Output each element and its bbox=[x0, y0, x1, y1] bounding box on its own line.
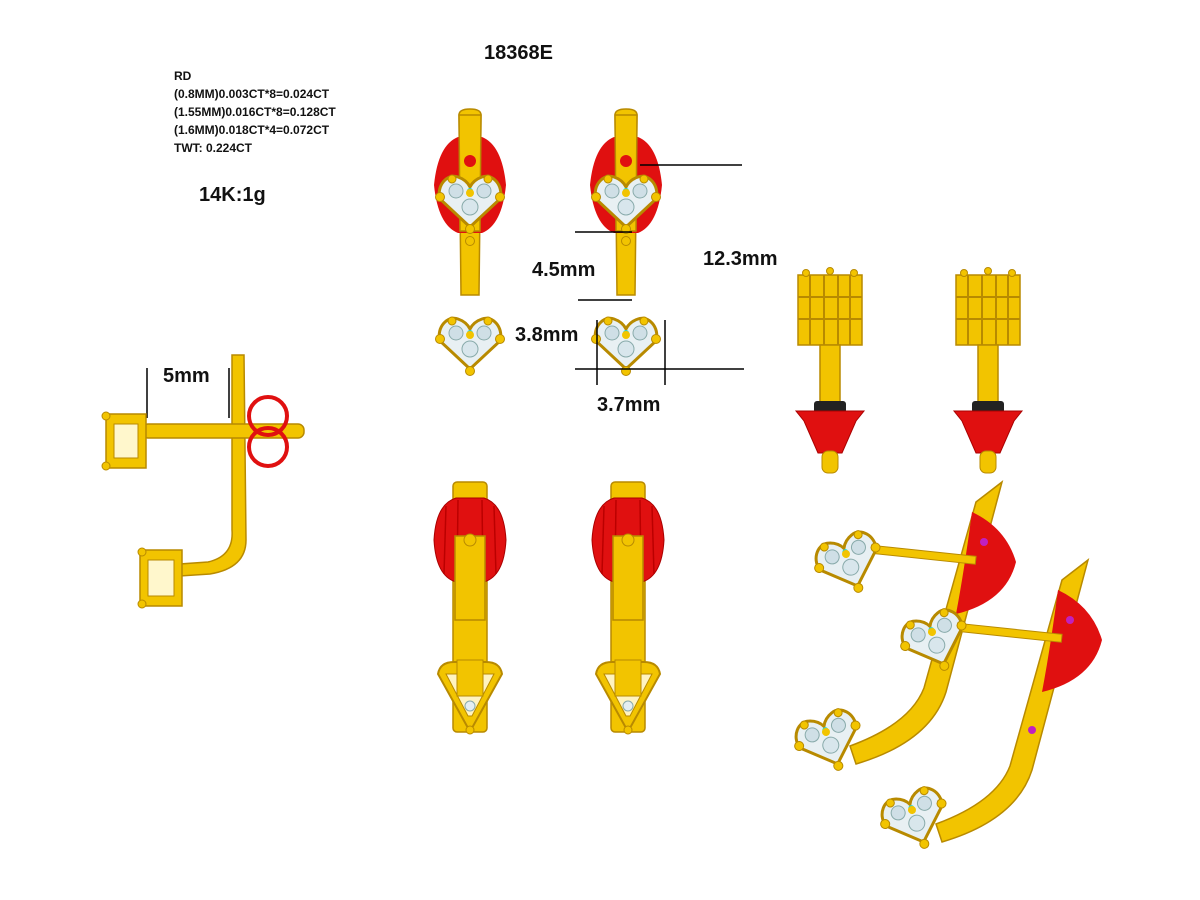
dim-bottom-stone-height: 3.8mm bbox=[515, 324, 579, 346]
back-view-left bbox=[433, 481, 507, 735]
spec-line-1-55mm: (1.55MM)0.016CT*8=0.128CT bbox=[174, 105, 336, 119]
front-view-left bbox=[434, 109, 506, 376]
spec-line-1-6mm: (1.6MM)0.018CT*4=0.072CT bbox=[174, 123, 330, 137]
spec-line-0-8mm: (0.8MM)0.003CT*8=0.024CT bbox=[174, 87, 330, 101]
profile-view-right bbox=[953, 266, 1023, 474]
back-view-right bbox=[591, 481, 665, 735]
side-view bbox=[101, 354, 305, 609]
front-view-right bbox=[590, 109, 662, 376]
stone-spec-list: RD (0.8MM)0.003CT*8=0.024CT (1.55MM)0.01… bbox=[174, 67, 336, 157]
spec-total-weight: TWT: 0.224CT bbox=[174, 141, 253, 155]
spec-stone-type: RD bbox=[174, 69, 192, 83]
dim-bottom-stone-width: 3.7mm bbox=[597, 394, 661, 416]
dim-stone-gap: 4.5mm bbox=[532, 259, 596, 281]
metal-weight-label: 14K:1g bbox=[199, 184, 266, 206]
dim-total-length: 12.3mm bbox=[703, 248, 778, 270]
dimension-lines bbox=[146, 164, 744, 418]
profile-view-left bbox=[795, 266, 865, 474]
design-code: 18368E bbox=[484, 42, 553, 64]
perspective-view-front bbox=[873, 560, 1102, 860]
dim-side-projection: 5mm bbox=[163, 365, 210, 387]
